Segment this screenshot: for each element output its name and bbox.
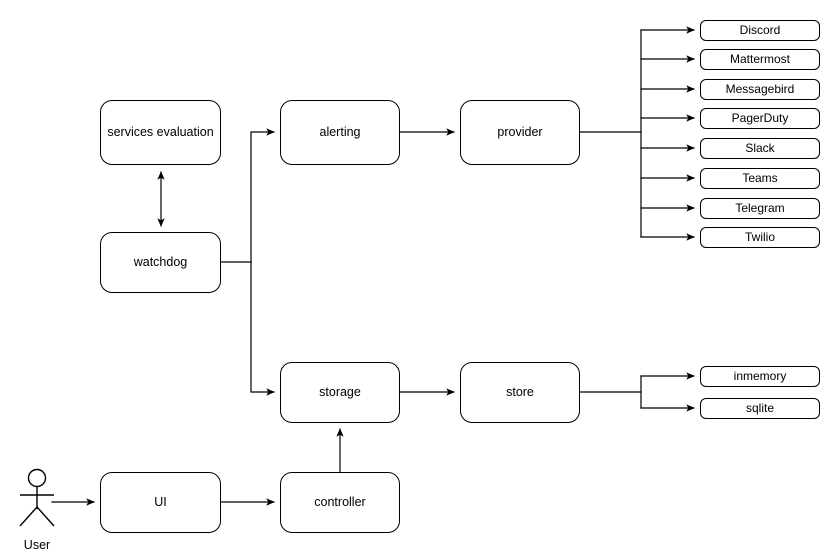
edge-trunk-alerting <box>250 128 275 263</box>
actor-user-label: User <box>23 538 51 552</box>
node-store[interactable]: store <box>460 362 580 423</box>
node-store-sqlite[interactable]: sqlite <box>700 398 820 419</box>
actor-legs-line <box>19 505 55 527</box>
node-controller[interactable]: controller <box>280 472 400 533</box>
node-services-evaluation[interactable]: services evaluation <box>100 100 221 165</box>
node-provider-slack[interactable]: Slack <box>700 138 820 159</box>
node-provider-pagerduty[interactable]: PagerDuty <box>700 108 820 129</box>
edge-trunk-storage <box>250 261 275 396</box>
node-alerting[interactable]: alerting <box>280 100 400 165</box>
node-provider-discord[interactable]: Discord <box>700 20 820 41</box>
node-provider[interactable]: provider <box>460 100 580 165</box>
node-provider-messagebird[interactable]: Messagebird <box>700 79 820 100</box>
node-provider-telegram[interactable]: Telegram <box>700 198 820 219</box>
actor-head-icon <box>27 468 47 488</box>
node-ui[interactable]: UI <box>100 472 221 533</box>
node-provider-mattermost[interactable]: Mattermost <box>700 49 820 70</box>
node-store-inmemory[interactable]: inmemory <box>700 366 820 387</box>
node-provider-twilio[interactable]: Twilio <box>700 227 820 248</box>
node-provider-teams[interactable]: Teams <box>700 168 820 189</box>
node-storage[interactable]: storage <box>280 362 400 423</box>
actor-user[interactable] <box>8 462 66 534</box>
node-watchdog[interactable]: watchdog <box>100 232 221 293</box>
